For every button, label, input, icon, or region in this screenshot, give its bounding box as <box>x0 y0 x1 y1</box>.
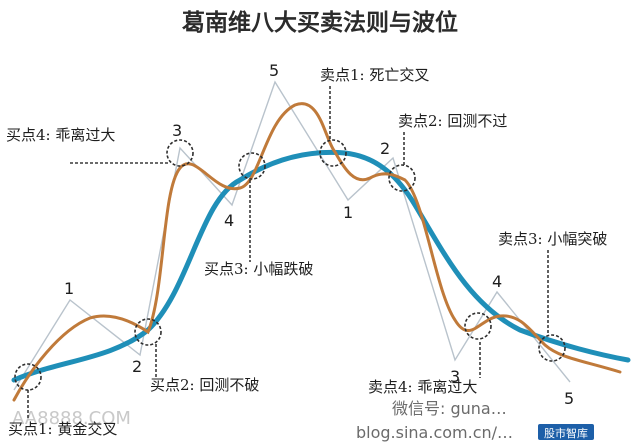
circle-buy3 <box>238 152 266 180</box>
circle-buy2 <box>134 318 162 346</box>
circle-sell4 <box>464 312 492 340</box>
circle-sell1 <box>319 139 347 167</box>
circle-buy1 <box>14 363 42 391</box>
watermark-badge: 股市智库 <box>544 426 588 440</box>
wave-num-5-peak: 5 <box>269 61 279 80</box>
label-sell2: 卖点2: 回测不过 <box>398 112 507 130</box>
label-buy1: 买点1: 黄金交叉 <box>8 420 117 438</box>
label-sell1: 卖点1: 死亡交叉 <box>320 66 429 84</box>
wave-num-4-down: 4 <box>492 272 502 291</box>
signal-labels: 买点4: 乖离过大 卖点1: 死亡交叉 卖点2: 回测不过 买点3: 小幅跌破 … <box>6 66 607 438</box>
wave-num-2-down: 2 <box>380 139 390 158</box>
circle-sell2 <box>388 164 416 192</box>
watermark-group: 微信号: guna… blog.sina.com.cn/… 股市智库 <box>356 399 594 442</box>
price-curve <box>12 102 622 402</box>
wave-numbers: 1 2 3 4 5 1 2 3 4 5 <box>64 61 574 408</box>
watermark-blog: blog.sina.com.cn/… <box>356 423 513 442</box>
moving-average-curve <box>11 149 631 383</box>
signal-circles <box>14 139 566 391</box>
label-sell4: 卖点4: 乖离过大 <box>368 378 477 396</box>
wave-num-1-up: 1 <box>64 279 74 298</box>
circle-buy4 <box>166 139 194 167</box>
wave-num-2-up: 2 <box>132 357 142 376</box>
label-buy4: 买点4: 乖离过大 <box>6 126 115 144</box>
guide-lines <box>27 86 549 420</box>
wave-num-3-up: 3 <box>172 121 182 140</box>
label-buy3: 买点3: 小幅跌破 <box>204 260 313 278</box>
wave-zigzag-line <box>13 80 571 391</box>
label-buy2: 买点2: 回测不破 <box>150 376 259 394</box>
wave-num-3-down: 3 <box>450 367 460 386</box>
wave-num-5-down: 5 <box>564 389 574 408</box>
watermark-wechat: 微信号: guna… <box>392 399 507 418</box>
watermark-left: AA8888.COM <box>12 408 131 429</box>
label-sell3: 卖点3: 小幅突破 <box>498 230 607 248</box>
watermark-badge-bg <box>538 424 594 440</box>
circle-sell3 <box>538 334 566 362</box>
wave-num-4-up: 4 <box>224 211 234 230</box>
diagram-title: 葛南维八大买卖法则与波位 <box>181 9 458 36</box>
wave-num-1-down: 1 <box>343 203 353 222</box>
